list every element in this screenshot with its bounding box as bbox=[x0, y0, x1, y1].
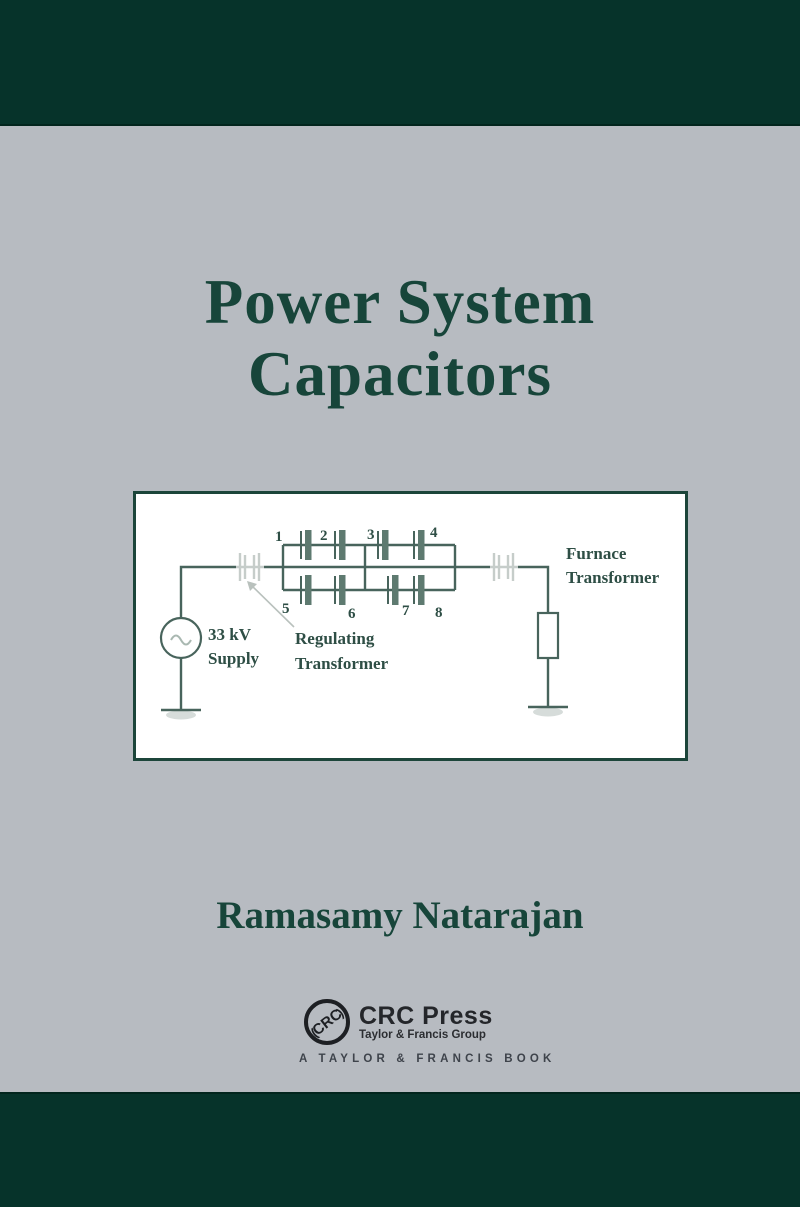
regulating-transformer-icon bbox=[236, 553, 264, 581]
publisher-group: Taylor & Francis Group bbox=[359, 1028, 486, 1041]
supply-label-line2: Supply bbox=[208, 649, 260, 668]
ac-source-icon bbox=[159, 616, 203, 660]
title-line-2: Capacitors bbox=[248, 339, 552, 409]
circuit-wires bbox=[179, 543, 550, 710]
capacitor-symbol bbox=[300, 530, 312, 560]
capacitor-number: 3 bbox=[367, 527, 375, 543]
crc-press-logo-icon: CRC ( ) bbox=[304, 999, 350, 1045]
publisher-text: CRC Press Taylor & Francis Group bbox=[359, 1003, 493, 1042]
supply-label-line1: 33 kV bbox=[208, 625, 252, 644]
capacitor-symbol bbox=[334, 575, 346, 605]
pointer-arrow-icon bbox=[247, 581, 295, 628]
capacitor-symbol bbox=[377, 530, 389, 560]
regulating-label-line1: Regulating bbox=[295, 629, 375, 648]
capacitor-number: 6 bbox=[348, 606, 356, 622]
publisher-name: CRC Press bbox=[359, 1001, 493, 1030]
ground-icon bbox=[528, 705, 568, 717]
capacitor-symbol bbox=[413, 575, 425, 605]
publisher-tagline: A TAYLOR & FRANCIS BOOK bbox=[299, 1053, 556, 1065]
furnace-load-icon bbox=[536, 611, 560, 660]
capacitor-symbol bbox=[413, 530, 425, 560]
capacitor-number: 1 bbox=[275, 529, 283, 545]
capacitor-number: 7 bbox=[402, 603, 410, 619]
book-title: Power System Capacitors bbox=[0, 266, 800, 410]
furnace-label-line1: Furnace bbox=[566, 544, 627, 563]
ground-icon bbox=[161, 708, 201, 720]
capacitor-number: 2 bbox=[320, 528, 328, 544]
regulating-label-line2: Transformer bbox=[295, 654, 389, 673]
capacitor-bank bbox=[300, 530, 425, 605]
title-line-1: Power System bbox=[204, 267, 596, 337]
circuit-diagram-drawing: 1 2 3 4 5 6 7 8 33 kV Supply Regulating … bbox=[159, 525, 660, 720]
capacitor-symbol bbox=[300, 575, 312, 605]
capacitor-number: 4 bbox=[430, 525, 438, 541]
furnace-coupling-icon bbox=[490, 553, 518, 581]
capacitor-symbol bbox=[334, 530, 346, 560]
furnace-label-line2: Transformer bbox=[566, 568, 660, 587]
capacitor-number: 8 bbox=[435, 605, 443, 621]
top-band bbox=[0, 0, 800, 126]
capacitor-symbol bbox=[387, 575, 399, 605]
capacitor-number: 5 bbox=[282, 601, 290, 617]
circuit-diagram: 1 2 3 4 5 6 7 8 33 kV Supply Regulating … bbox=[133, 491, 688, 761]
author-name: Ramasamy Natarajan bbox=[216, 894, 584, 937]
bottom-band bbox=[0, 1092, 800, 1207]
publisher-block: CRC ( ) CRC Press Taylor & Francis Group bbox=[301, 995, 493, 1049]
